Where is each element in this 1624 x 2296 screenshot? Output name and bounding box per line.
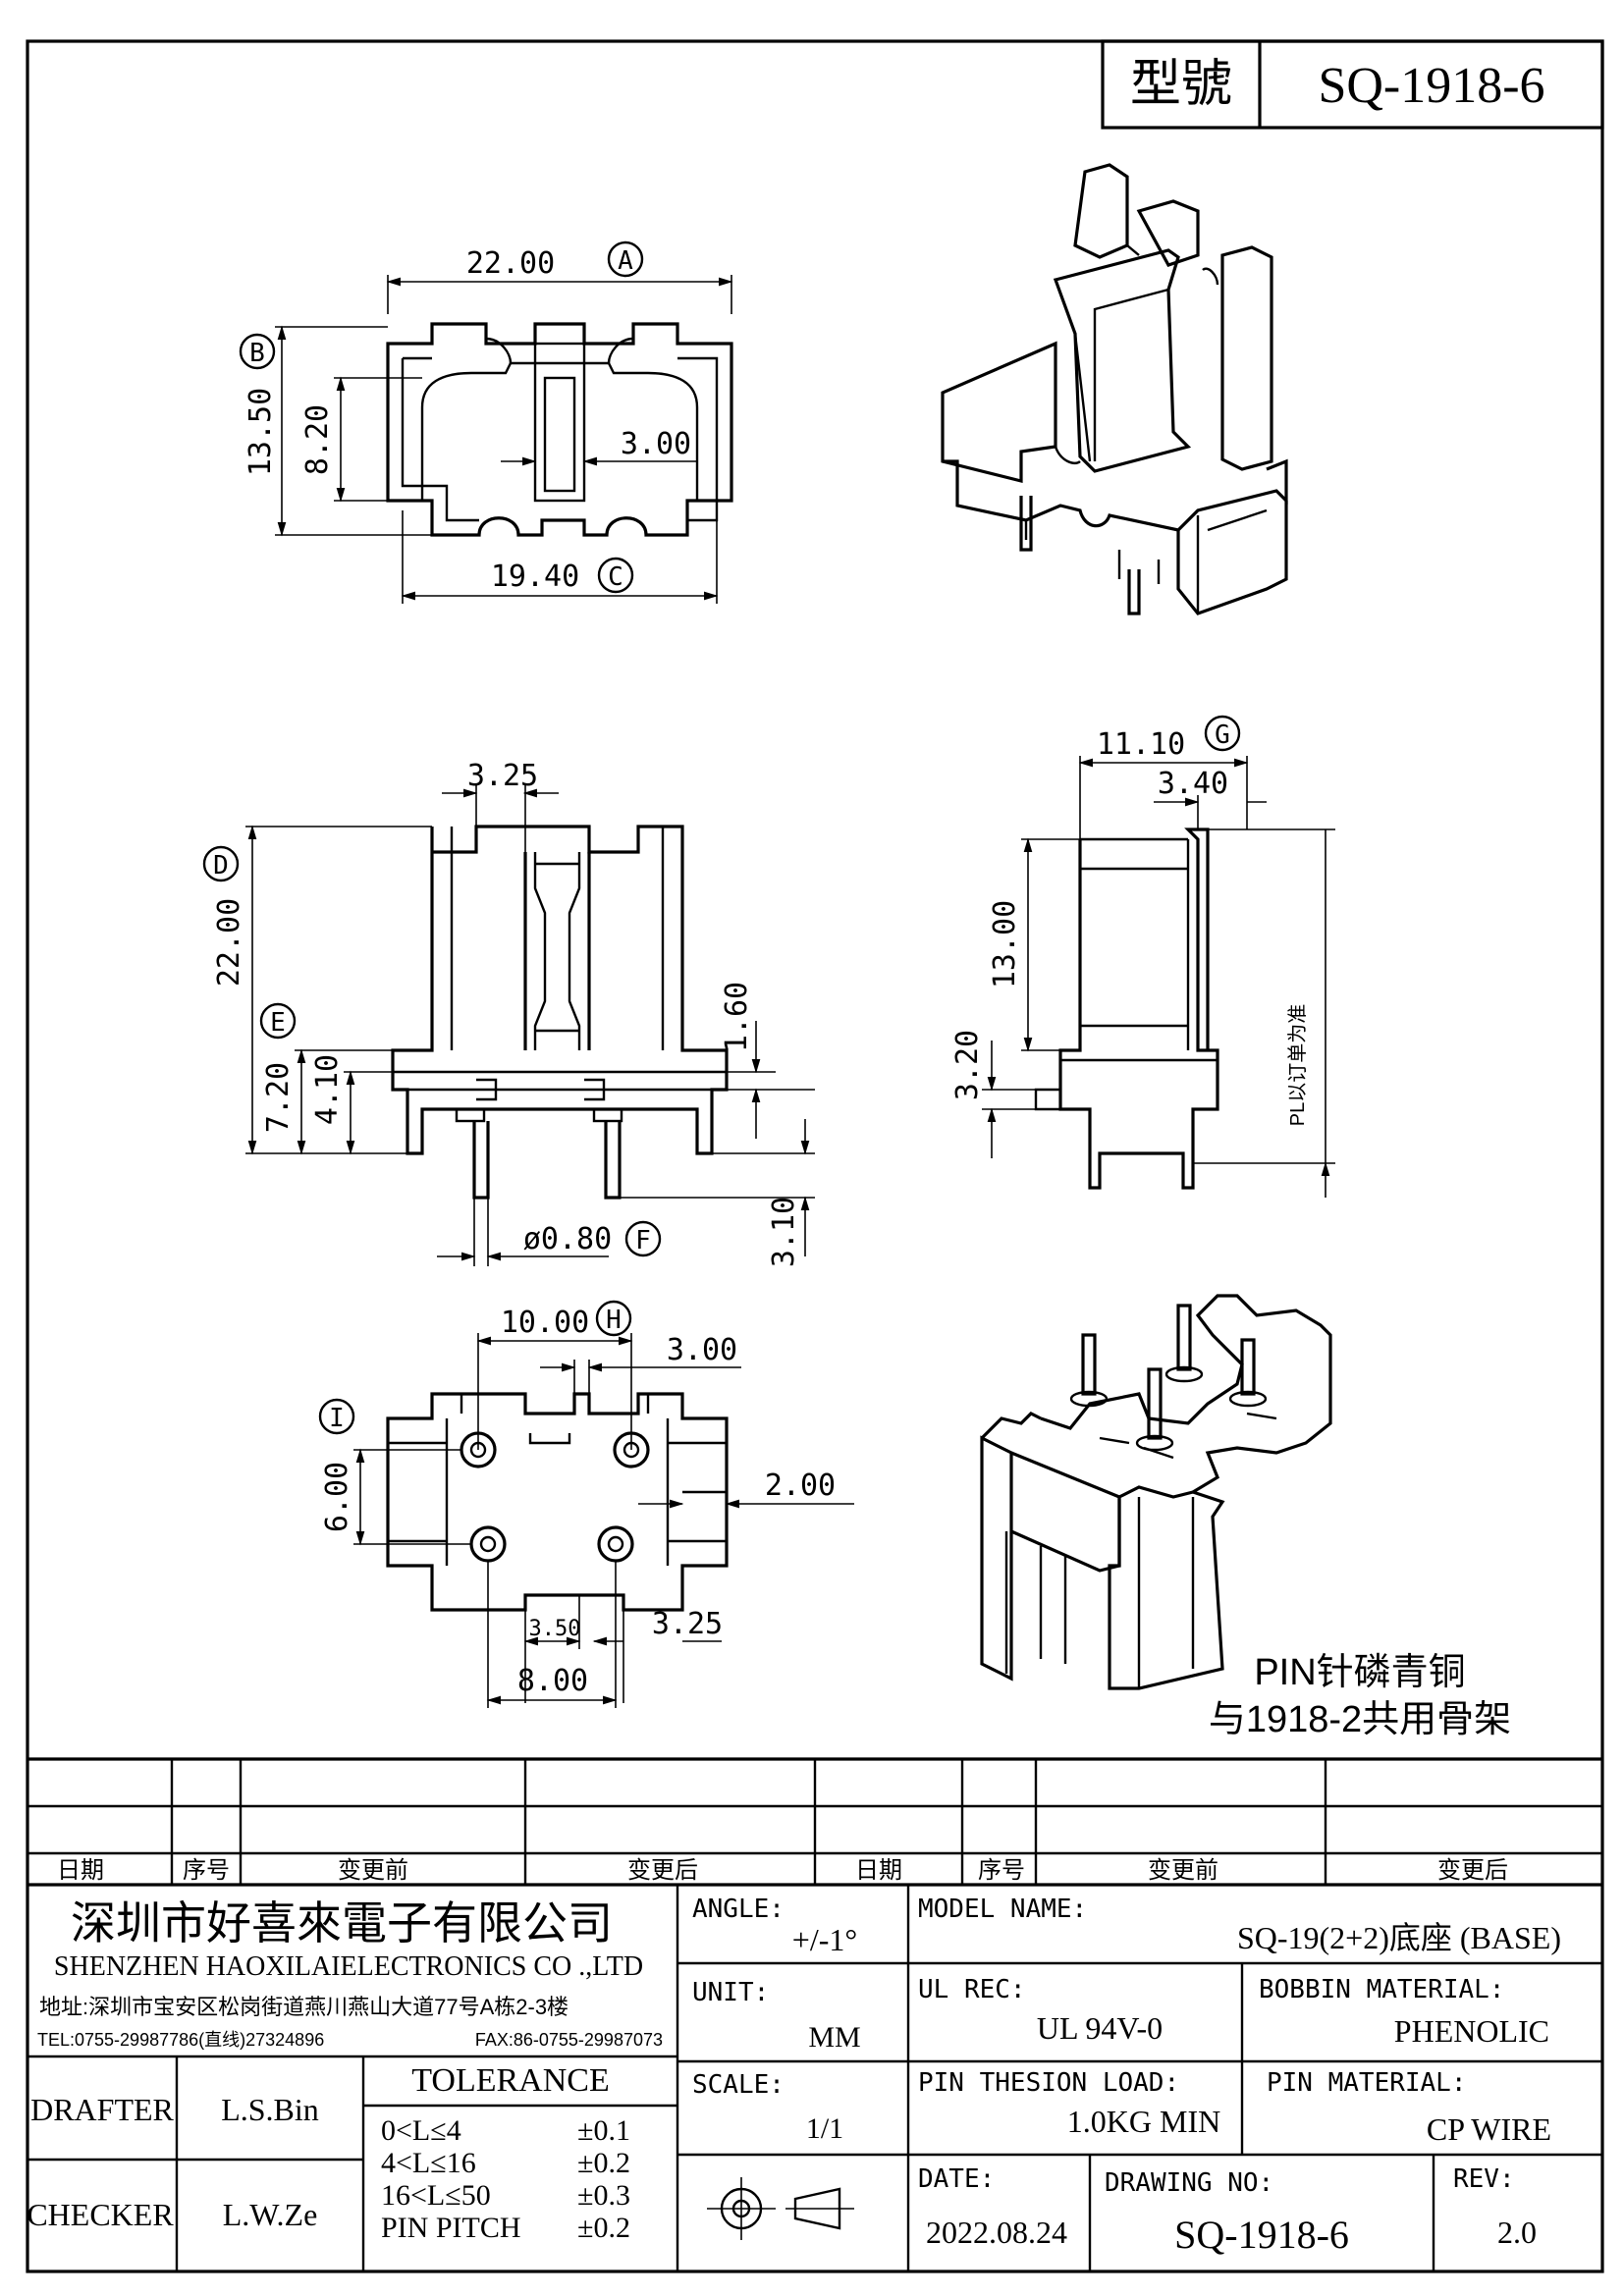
dim-8-00: 8.00 <box>517 1664 588 1698</box>
dim-3-40: 3.40 <box>1158 767 1228 801</box>
sheet-border <box>26 39 1604 2273</box>
drafter-label: DRAFTER <box>30 2092 174 2127</box>
model-name-value: SQ-19(2+2)底座 (BASE) <box>1237 1920 1561 1955</box>
dim-3-00-slot: 3.00 <box>621 427 691 461</box>
rev-header-before-1: 变更前 <box>338 1857 408 1884</box>
pin-material-value: CP WIRE <box>1427 2111 1551 2147</box>
unit-label: UNIT: <box>692 1978 769 2007</box>
unit-value: MM <box>808 2021 860 2054</box>
dim-13-00: 13.00 <box>988 900 1022 988</box>
title-block: 深圳市好喜來電子有限公司 SHENZHEN HAOXILAIELECTRONIC… <box>27 1885 1602 2271</box>
rev-header-after-1: 变更后 <box>627 1857 698 1884</box>
dim-19-40: 19.40 <box>491 560 579 594</box>
date-label: DATE: <box>918 2164 995 2194</box>
rev-label: REV: <box>1453 2164 1515 2194</box>
note-pin-material: PIN针磷青铜 <box>1254 1652 1465 1693</box>
ul-label: UL REC: <box>918 1975 1026 2004</box>
date-value: 2022.08.24 <box>926 2215 1067 2250</box>
dim-11-10: 11.10 <box>1097 727 1185 762</box>
dim-3-20: 3.20 <box>950 1030 985 1100</box>
company-fax: FAX:86-0755-29987073 <box>475 2030 663 2050</box>
pin-load-label: PIN THESION LOAD: <box>918 2068 1179 2098</box>
tolerance-value-4: ±0.2 <box>577 2212 630 2244</box>
dim-10-00: 10.00 <box>501 1306 589 1340</box>
checker-label: CHECKER <box>27 2197 174 2232</box>
dim-pin-dia: ø0.80 <box>523 1222 612 1256</box>
tolerance-value-1: ±0.1 <box>577 2114 630 2147</box>
dim-3-10: 3.10 <box>767 1197 801 1267</box>
ul-value: UL 94V-0 <box>1037 2010 1163 2046</box>
tolerance-range-3: 16<L≤50 <box>381 2179 491 2212</box>
marker-i: I <box>329 1404 345 1433</box>
model-header-label: 型號 <box>1130 56 1232 113</box>
rev-header-no-2: 序号 <box>978 1857 1025 1884</box>
dim-8-20: 8.20 <box>300 404 335 475</box>
front-view: 3.25 22.00 D 7.20 E 4.10 1.60 3.10 <box>202 759 815 1267</box>
dim-13-50: 13.50 <box>244 388 278 476</box>
company-name-cn: 深圳市好喜來電子有限公司 <box>71 1897 613 1949</box>
drawing-no-value: SQ-1918-6 <box>1174 2213 1349 2257</box>
dim-3-00-bottom: 3.00 <box>667 1333 737 1367</box>
drafter-name: L.S.Bin <box>221 2092 319 2127</box>
bobbin-material-value: PHENOLIC <box>1394 2013 1549 2049</box>
checker-name: L.W.Ze <box>223 2197 318 2232</box>
dim-2-00: 2.00 <box>765 1468 836 1503</box>
dim-3-50: 3.50 <box>529 1617 581 1641</box>
company-name-en: SHENZHEN HAOXILAIELECTRONICS CO .,LTD <box>54 1951 643 1982</box>
model-header: 型號 SQ-1918-6 <box>1101 39 1604 130</box>
marker-e: E <box>270 1008 286 1038</box>
rev-header-date-2: 日期 <box>855 1857 902 1884</box>
dim-7-20: 7.20 <box>261 1062 296 1133</box>
revision-table: 日期 序号 变更前 变更后 日期 序号 变更前 变更后 <box>27 1757 1602 1887</box>
rev-value: 2.0 <box>1497 2215 1537 2250</box>
dim-3-25-front: 3.25 <box>467 759 538 793</box>
isometric-view-bottom <box>980 1294 1332 1690</box>
dim-3-25-bottom: 3.25 <box>652 1607 723 1641</box>
marker-d: D <box>213 851 229 881</box>
tolerance-title: TOLERANCE <box>411 2062 609 2099</box>
model-name-label: MODEL NAME: <box>918 1895 1087 1924</box>
rev-header-date-1: 日期 <box>57 1857 104 1884</box>
bobbin-material-label: BOBBIN MATERIAL: <box>1259 1975 1504 2004</box>
marker-c: C <box>608 562 623 592</box>
marker-h: H <box>606 1306 622 1335</box>
model-header-value: SQ-1918-6 <box>1318 58 1544 114</box>
projection-symbol <box>707 2177 854 2240</box>
angle-value: +/-1° <box>792 1922 857 1957</box>
scale-value: 1/1 <box>806 2112 843 2145</box>
rev-header-after-2: 变更后 <box>1437 1857 1508 1884</box>
side-view: 11.10 G 3.40 13.00 3.20 PL以订单为准 <box>950 715 1335 1198</box>
dim-4-10: 4.10 <box>310 1054 345 1125</box>
top-view: 22.00 A 13.50 B 8.20 3.00 19.40 C <box>239 240 733 604</box>
tolerance-value-3: ±0.3 <box>577 2179 630 2212</box>
tolerance-value-2: ±0.2 <box>577 2147 630 2179</box>
scale-label: SCALE: <box>692 2070 785 2100</box>
marker-b: B <box>249 339 265 368</box>
pl-note: PL以订单为准 <box>1286 1004 1309 1126</box>
marker-a: A <box>618 246 633 276</box>
bottom-view: 10.00 H I 3.00 6.00 2.00 3.50 3.25 <box>318 1300 854 1708</box>
company-tel: TEL:0755-29987786(直线)27324896 <box>37 2030 324 2050</box>
isometric-view-top <box>941 163 1288 615</box>
marker-g: G <box>1215 721 1230 750</box>
tolerance-range-2: 4<L≤16 <box>381 2147 476 2179</box>
dim-1-60: 1.60 <box>720 982 754 1052</box>
angle-label: ANGLE: <box>692 1895 785 1924</box>
pin-material-label: PIN MATERIAL: <box>1267 2068 1467 2098</box>
marker-f: F <box>635 1226 651 1255</box>
pin-load-value: 1.0KG MIN <box>1067 2104 1220 2139</box>
dim-22-top: 22.00 <box>466 246 555 281</box>
note-shared-bobbin: 与1918-2共用骨架 <box>1209 1699 1511 1740</box>
dim-22-front: 22.00 <box>212 898 246 987</box>
tolerance-range-4: PIN PITCH <box>381 2212 521 2244</box>
rev-header-before-2: 变更前 <box>1148 1857 1218 1884</box>
tolerance-range-1: 0<L≤4 <box>381 2114 461 2147</box>
rev-header-no-1: 序号 <box>183 1857 230 1884</box>
dim-6-00: 6.00 <box>320 1462 354 1532</box>
company-address: 地址:深圳市宝安区松岗街道燕川燕山大道77号A栋2-3楼 <box>39 1995 568 2019</box>
drawing-no-label: DRAWING NO: <box>1105 2168 1273 2198</box>
